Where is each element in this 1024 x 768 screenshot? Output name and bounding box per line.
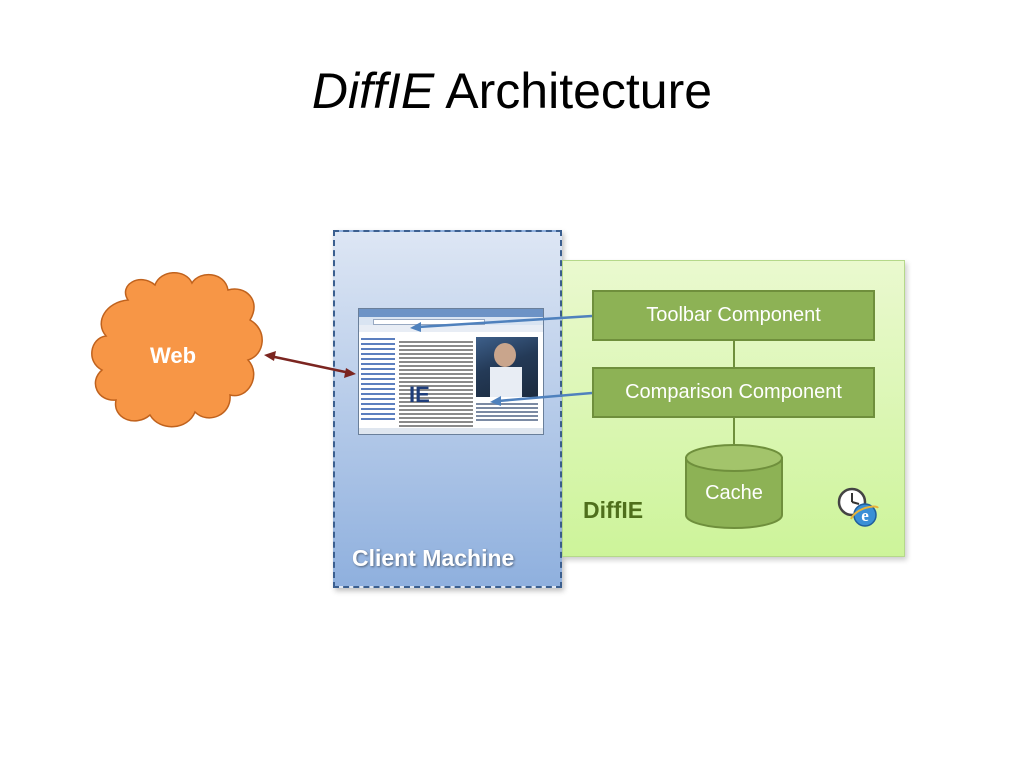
web-cloud-icon — [91, 272, 263, 428]
title-rest: Architecture — [434, 63, 713, 119]
client-machine-label: Client Machine — [352, 545, 515, 571]
ie-browser-screenshot — [358, 308, 544, 435]
svg-text:e: e — [861, 506, 869, 525]
cache-label: Cache — [705, 482, 763, 504]
cache-database-icon — [685, 444, 783, 529]
title-italic: DiffIE — [311, 63, 435, 119]
ie-label: IE — [409, 382, 430, 407]
clock-ie-icon: e — [837, 487, 879, 527]
comparison-component-box: Comparison Component — [592, 367, 875, 418]
toolbar-component-box: Toolbar Component — [592, 290, 875, 341]
web-label: Web — [149, 343, 197, 368]
slide-title: DiffIE Architecture — [0, 62, 1024, 120]
diffie-label: DiffIE — [583, 497, 644, 523]
web-to-ie-arrow — [264, 351, 356, 378]
